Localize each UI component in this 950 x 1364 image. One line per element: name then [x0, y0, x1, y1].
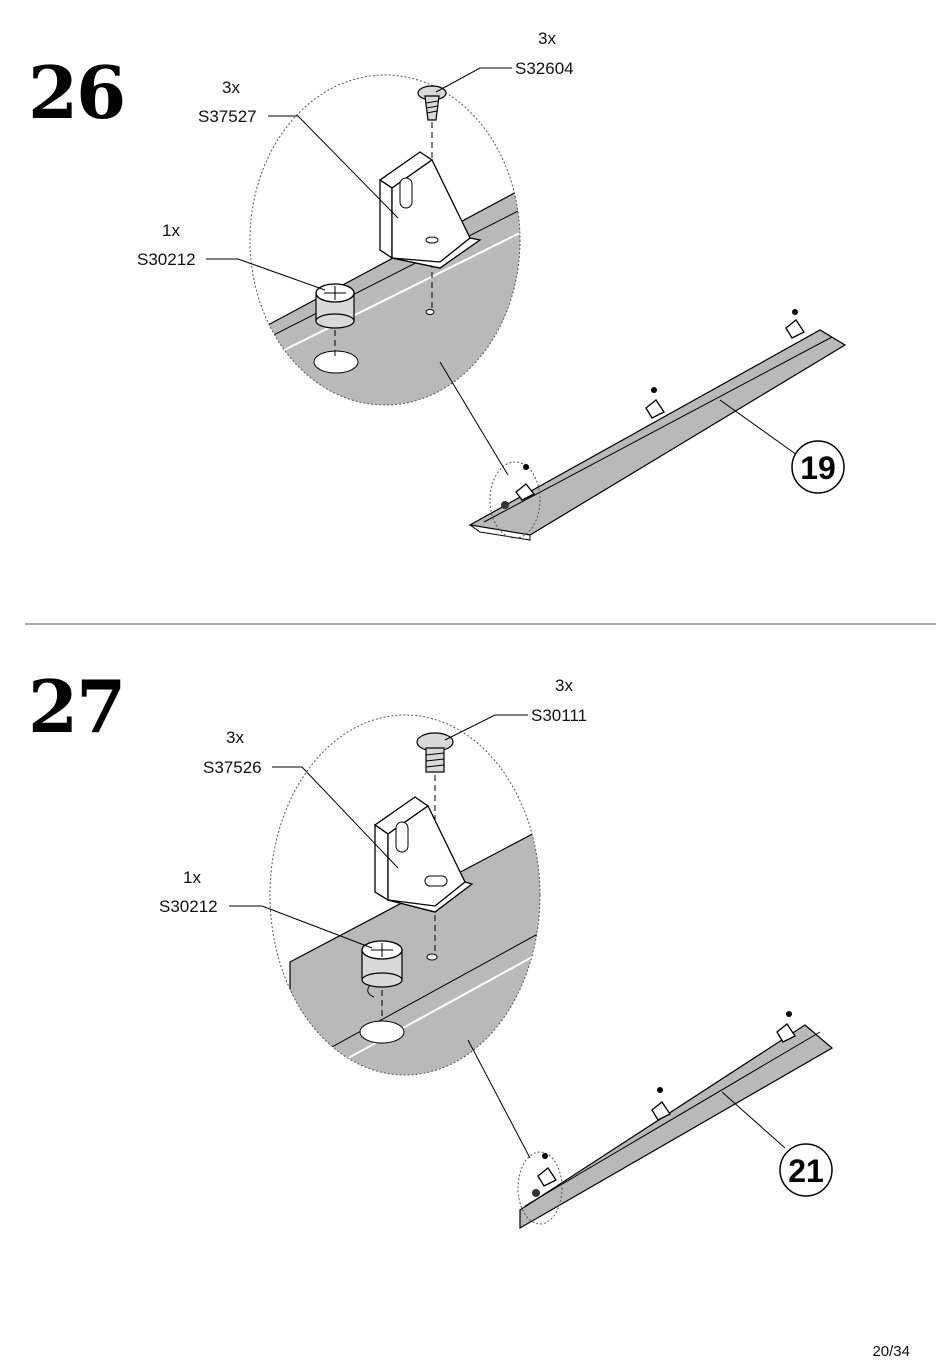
- part-code: S30212: [159, 897, 218, 916]
- part-callout-number: 21: [788, 1153, 824, 1189]
- angle-bracket-icon: [373, 796, 474, 913]
- board-panel: 21: [517, 1011, 834, 1230]
- board-bracket-icon: [515, 319, 805, 501]
- screw-icon: [416, 732, 454, 955]
- board-bracket-icon: [537, 1023, 796, 1187]
- part-qty: 3x: [538, 29, 556, 48]
- part-code: S32604: [515, 59, 574, 78]
- part-callout-number: 19: [800, 450, 836, 486]
- angle-bracket-icon: [378, 151, 482, 269]
- step-number: 27: [28, 664, 124, 749]
- step-27: 27: [28, 664, 834, 1230]
- detail-magnifier: [269, 714, 541, 1076]
- detail-magnifier: [249, 74, 521, 406]
- step-number: 26: [28, 50, 124, 135]
- cam-hole: [313, 350, 359, 374]
- step-26: 26: [28, 29, 847, 541]
- part-qty: 1x: [162, 221, 180, 240]
- part-qty: 1x: [183, 868, 201, 887]
- part-label-bracket: 3x S37527: [198, 78, 399, 219]
- part-label-bracket: 3x S37526: [203, 728, 399, 869]
- part-code: S37527: [198, 107, 257, 126]
- part-code: S37526: [203, 758, 262, 777]
- board-screw-icon: [542, 1011, 792, 1159]
- detail-outline: [269, 714, 541, 1076]
- cam-lock-icon: [361, 940, 403, 1020]
- part-label-screw: 3x S30111: [444, 676, 587, 741]
- part-label-cam-lock: 1x S30212: [159, 868, 373, 949]
- cam-hole: [359, 1020, 405, 1044]
- part-callout-circle: [779, 1143, 833, 1197]
- board-screw-icon: [523, 309, 798, 470]
- part-label-cam-lock: 1x S30212: [137, 221, 326, 291]
- part-callout-circle: [791, 440, 845, 494]
- part-qty: 3x: [555, 676, 573, 695]
- cam-lock-icon: [315, 283, 355, 358]
- part-label-screw: 3x S32604: [435, 29, 574, 93]
- detail-outline: [249, 74, 521, 406]
- part-qty: 3x: [222, 78, 240, 97]
- screw-icon: [417, 85, 447, 310]
- board-panel: 19: [468, 309, 847, 541]
- part-code: S30111: [531, 706, 587, 725]
- part-code: S30212: [137, 250, 196, 269]
- part-qty: 3x: [226, 728, 244, 747]
- page-number: 20/34: [872, 1343, 910, 1360]
